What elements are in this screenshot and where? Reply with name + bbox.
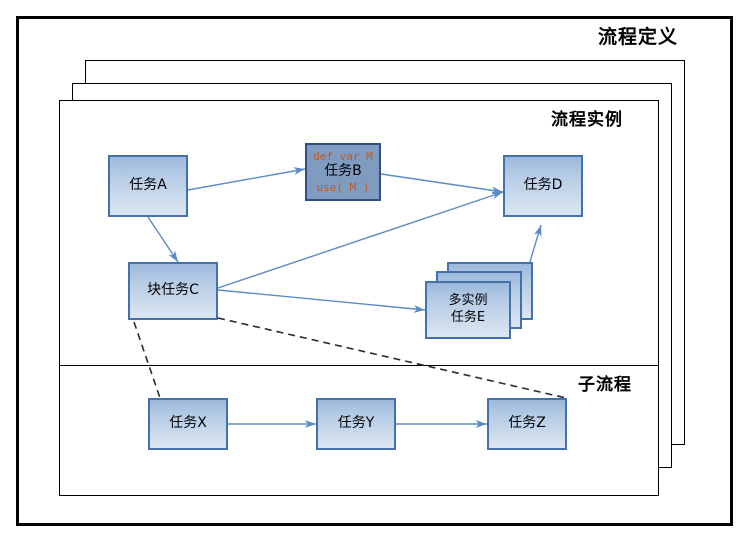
node-task-x[interactable]: 任务X bbox=[148, 398, 228, 450]
node-task-b[interactable]: def var M 任务B use( M ) bbox=[305, 143, 381, 201]
node-task-e-label-line1: 多实例 bbox=[448, 293, 488, 309]
node-task-c-label: 块任务C bbox=[147, 282, 199, 299]
node-task-e-label-line2: 任务E bbox=[450, 310, 486, 325]
node-task-b-pre-annotation: def var M bbox=[313, 150, 373, 164]
label-process-instance: 流程实例 bbox=[551, 110, 623, 130]
node-task-b-label: 任务B bbox=[324, 163, 362, 180]
node-task-e-stack[interactable]: 多实例 任务E bbox=[425, 262, 535, 342]
node-task-z-label: 任务Z bbox=[508, 415, 546, 432]
label-process-definition: 流程定义 bbox=[598, 26, 679, 48]
node-task-a-label: 任务A bbox=[129, 177, 167, 194]
node-task-d[interactable]: 任务D bbox=[503, 155, 583, 217]
node-task-d-label: 任务D bbox=[523, 177, 563, 194]
node-task-y-label: 任务Y bbox=[337, 415, 375, 432]
node-task-b-post-annotation: use( M ) bbox=[316, 180, 370, 194]
node-task-z[interactable]: 任务Z bbox=[487, 398, 567, 450]
node-task-e-instance-1[interactable]: 多实例 任务E bbox=[425, 281, 511, 339]
node-task-x-label: 任务X bbox=[169, 415, 207, 432]
label-sub-process: 子流程 bbox=[578, 375, 632, 395]
node-task-c[interactable]: 块任务C bbox=[128, 262, 218, 320]
node-task-y[interactable]: 任务Y bbox=[316, 398, 396, 450]
node-task-a[interactable]: 任务A bbox=[108, 155, 188, 217]
subprocess-divider bbox=[59, 365, 659, 366]
